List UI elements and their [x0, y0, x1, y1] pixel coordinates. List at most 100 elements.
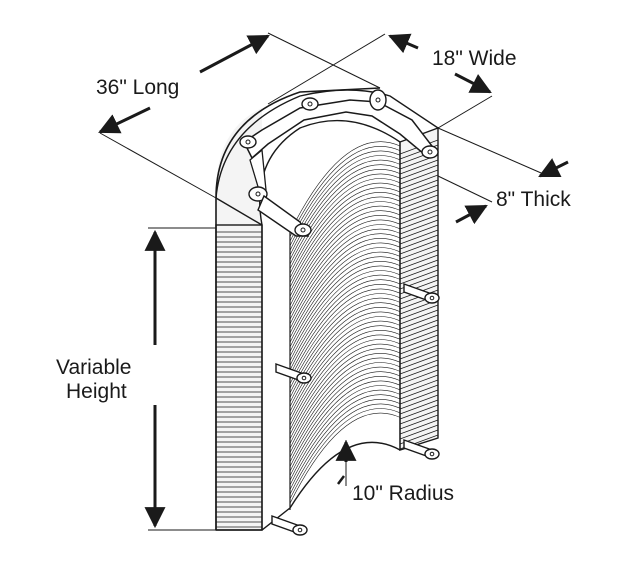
winding-line — [399, 264, 439, 280]
inner-winding — [289, 353, 401, 444]
winding-line — [399, 329, 439, 345]
width-extension-line — [267, 33, 386, 105]
winding-line — [399, 179, 439, 195]
inner-winding — [289, 247, 401, 338]
winding-line — [399, 249, 439, 265]
inner-winding — [289, 238, 401, 329]
inner-winding — [289, 265, 401, 357]
winding-line — [399, 224, 439, 240]
inner-winding — [289, 224, 401, 315]
inner-winding — [289, 233, 401, 325]
inner-winding — [289, 343, 401, 435]
inner-winding — [289, 330, 401, 421]
winding-line — [399, 244, 439, 260]
inner-winding — [289, 187, 401, 279]
winding-line — [399, 199, 439, 215]
inner-winding — [289, 380, 401, 472]
winding-line — [399, 214, 439, 230]
winding-line — [399, 169, 439, 185]
winding-line — [399, 409, 439, 425]
inner-winding — [289, 297, 401, 389]
inner-winding — [289, 334, 401, 426]
inner-winding — [289, 196, 401, 288]
winding-line — [399, 389, 439, 405]
inner-winding — [289, 155, 401, 246]
winding-line — [399, 319, 439, 335]
winding-line — [399, 209, 439, 225]
winding-line — [399, 259, 439, 275]
inner-winding — [289, 288, 401, 380]
inner-winding — [289, 173, 401, 265]
winding-line — [399, 219, 439, 235]
inner-winding — [289, 164, 401, 256]
winding-line — [399, 384, 439, 400]
winding-line — [399, 359, 439, 375]
inner-winding — [289, 362, 401, 453]
winding-line — [399, 229, 439, 245]
inner-winding — [289, 371, 401, 463]
inner-winding — [289, 159, 401, 251]
winding-line — [399, 379, 439, 395]
winding-line — [399, 304, 439, 320]
inner-winding — [289, 251, 401, 343]
inner-winding — [289, 279, 401, 371]
inner-winding — [289, 146, 401, 237]
height-label-line1: Variable — [56, 356, 132, 379]
inner-winding — [289, 215, 401, 306]
mounting-tabs — [271, 283, 440, 536]
width-label: 18" Wide — [432, 47, 517, 70]
inner-winding — [289, 316, 401, 407]
winding-line — [399, 349, 439, 365]
winding-line — [399, 254, 439, 270]
inner-winding — [289, 169, 401, 260]
radius-tick — [337, 475, 345, 485]
inner-winding — [289, 219, 401, 311]
winding-line — [399, 234, 439, 250]
winding-line — [399, 164, 439, 180]
mounting-tab — [271, 515, 308, 536]
coil-body — [215, 87, 439, 531]
inner-winding — [289, 366, 401, 458]
inner-winding — [289, 394, 401, 486]
inner-winding — [289, 302, 401, 394]
inner-winding — [289, 256, 401, 348]
mounting-tab — [275, 363, 312, 384]
winding-line — [399, 369, 439, 385]
inner-winding — [289, 228, 401, 320]
inner-winding — [289, 178, 401, 269]
inner-winding — [289, 339, 401, 430]
bracket-tab — [294, 223, 312, 237]
inner-winding — [289, 205, 401, 297]
winding-line — [399, 159, 439, 175]
winding-line — [399, 374, 439, 390]
inner-winding — [289, 270, 401, 361]
winding-line — [399, 314, 439, 330]
inner-winding — [289, 403, 401, 495]
inner-winding — [289, 141, 401, 233]
length-label: 36" Long — [96, 76, 179, 99]
inner-winding — [289, 210, 401, 302]
thickness-label: 8" Thick — [496, 188, 571, 211]
bracket-tab — [421, 145, 439, 159]
thickness-arrow-lower — [455, 204, 488, 225]
bracket-tab — [239, 135, 257, 149]
radius-label: 10" Radius — [352, 482, 454, 505]
length-arrow-upper — [199, 34, 270, 74]
mounting-tab — [403, 439, 440, 460]
bracket-tab — [248, 186, 268, 202]
inner-winding — [289, 293, 401, 384]
inner-winding — [289, 311, 401, 403]
inner-winding — [289, 307, 401, 398]
thickness-extension-line — [437, 175, 493, 203]
length-extension-line — [99, 132, 217, 199]
winding-line — [399, 394, 439, 410]
left-column-face — [215, 224, 263, 531]
winding-line — [399, 334, 439, 350]
winding-line — [399, 414, 439, 430]
inner-winding — [289, 320, 401, 412]
inner-winding — [289, 357, 401, 449]
width-arrow-right — [454, 72, 492, 94]
top-brackets — [239, 89, 439, 237]
